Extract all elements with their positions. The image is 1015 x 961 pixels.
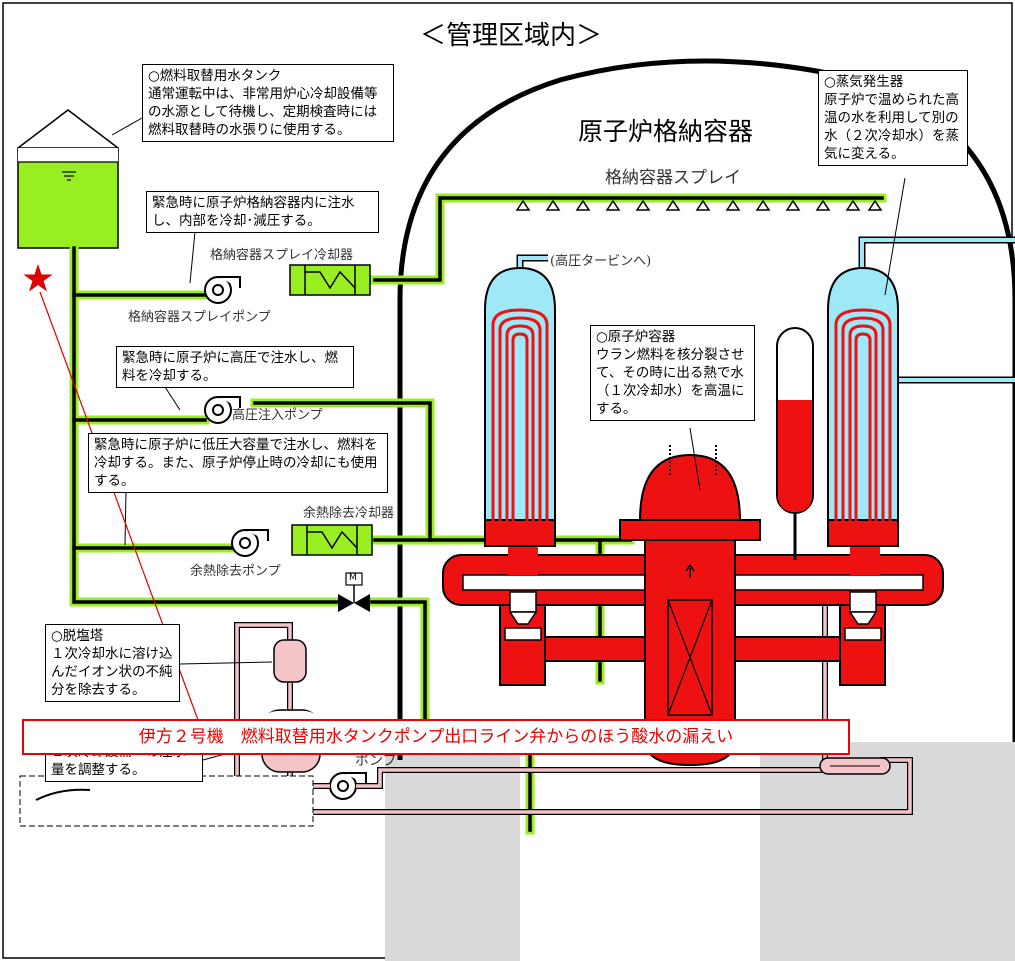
steam-generator-callout: ○蒸気発生器 原子炉で温められた高温の水を利用して別の水（２次冷却水）を蒸気に変… bbox=[818, 70, 968, 166]
valve-m-label: M bbox=[349, 573, 357, 583]
legend-box bbox=[19, 775, 314, 827]
regen-hx bbox=[819, 757, 891, 775]
refueling-water-tank bbox=[17, 147, 119, 249]
reactor-vessel bbox=[619, 445, 761, 767]
hp-injection-pump-label: 高圧注入ポンプ bbox=[232, 408, 323, 423]
hp-purpose-callout: 緊急時に原子炉に高圧で注水し、燃料を冷却する。 bbox=[116, 346, 354, 388]
rhr-cooler bbox=[291, 524, 373, 556]
spray-cooler-label: 格納容器スプレイ冷却器 bbox=[210, 248, 354, 263]
leak-location-star bbox=[23, 264, 53, 292]
steam-generator-left bbox=[484, 266, 556, 547]
floor-pit bbox=[520, 742, 760, 961]
spray-pump-label: 格納容器スプレイポンプ bbox=[128, 310, 271, 325]
lp-purpose-callout: 緊急時に原子炉に低圧大容量で注水し、燃料を冷却する。また、原子炉停止時の冷却にも… bbox=[88, 433, 388, 493]
reactor-coolant-pumps bbox=[504, 591, 882, 641]
steam-generator-right bbox=[827, 266, 899, 547]
spray-purpose-callout: 緊急時に原子炉格納容器内に注水し、内部を冷却･減圧する。 bbox=[146, 191, 379, 233]
page-title: ＜管理区域内＞ bbox=[420, 21, 603, 51]
spray-nozzles bbox=[515, 199, 883, 211]
spray-label: 格納容器スプレイ bbox=[605, 168, 741, 188]
tank-roof bbox=[17, 109, 119, 149]
pressurizer bbox=[776, 327, 814, 560]
refueling-tank-callout: ○燃料取替用水タンク 通常運転中は、非常用炉心冷却設備等の水源として待機し、定期… bbox=[142, 64, 394, 142]
leak-banner: 伊方２号機 燃料取替用水タンクポンプ出口ライン弁からのほう酸水の漏えい bbox=[22, 719, 850, 755]
turbine-label: (高圧タービンへ) bbox=[550, 254, 652, 269]
pumps bbox=[204, 276, 367, 800]
demineralizer bbox=[273, 639, 307, 683]
legend-curve bbox=[35, 788, 91, 801]
reactor-vessel-callout: ○原子炉容器 ウラン燃料を核分裂させて、その時に出る熱で水（１次冷却水）を高温に… bbox=[590, 325, 755, 421]
steam-lines bbox=[518, 238, 1015, 382]
tank-headspace bbox=[18, 148, 118, 162]
containment-label: 原子炉格納容器 bbox=[578, 117, 754, 146]
rhr-cooler-label: 余熱除去冷却器 bbox=[303, 506, 395, 521]
motor-valve bbox=[338, 572, 370, 612]
demineralizer-callout: ○脱塩塔 １次冷却水に溶け込んだイオン状の不純分を除去する。 bbox=[45, 624, 180, 702]
rhr-pump-label: 余熱除去ポンプ bbox=[190, 564, 281, 579]
spray-cooler bbox=[289, 264, 371, 296]
